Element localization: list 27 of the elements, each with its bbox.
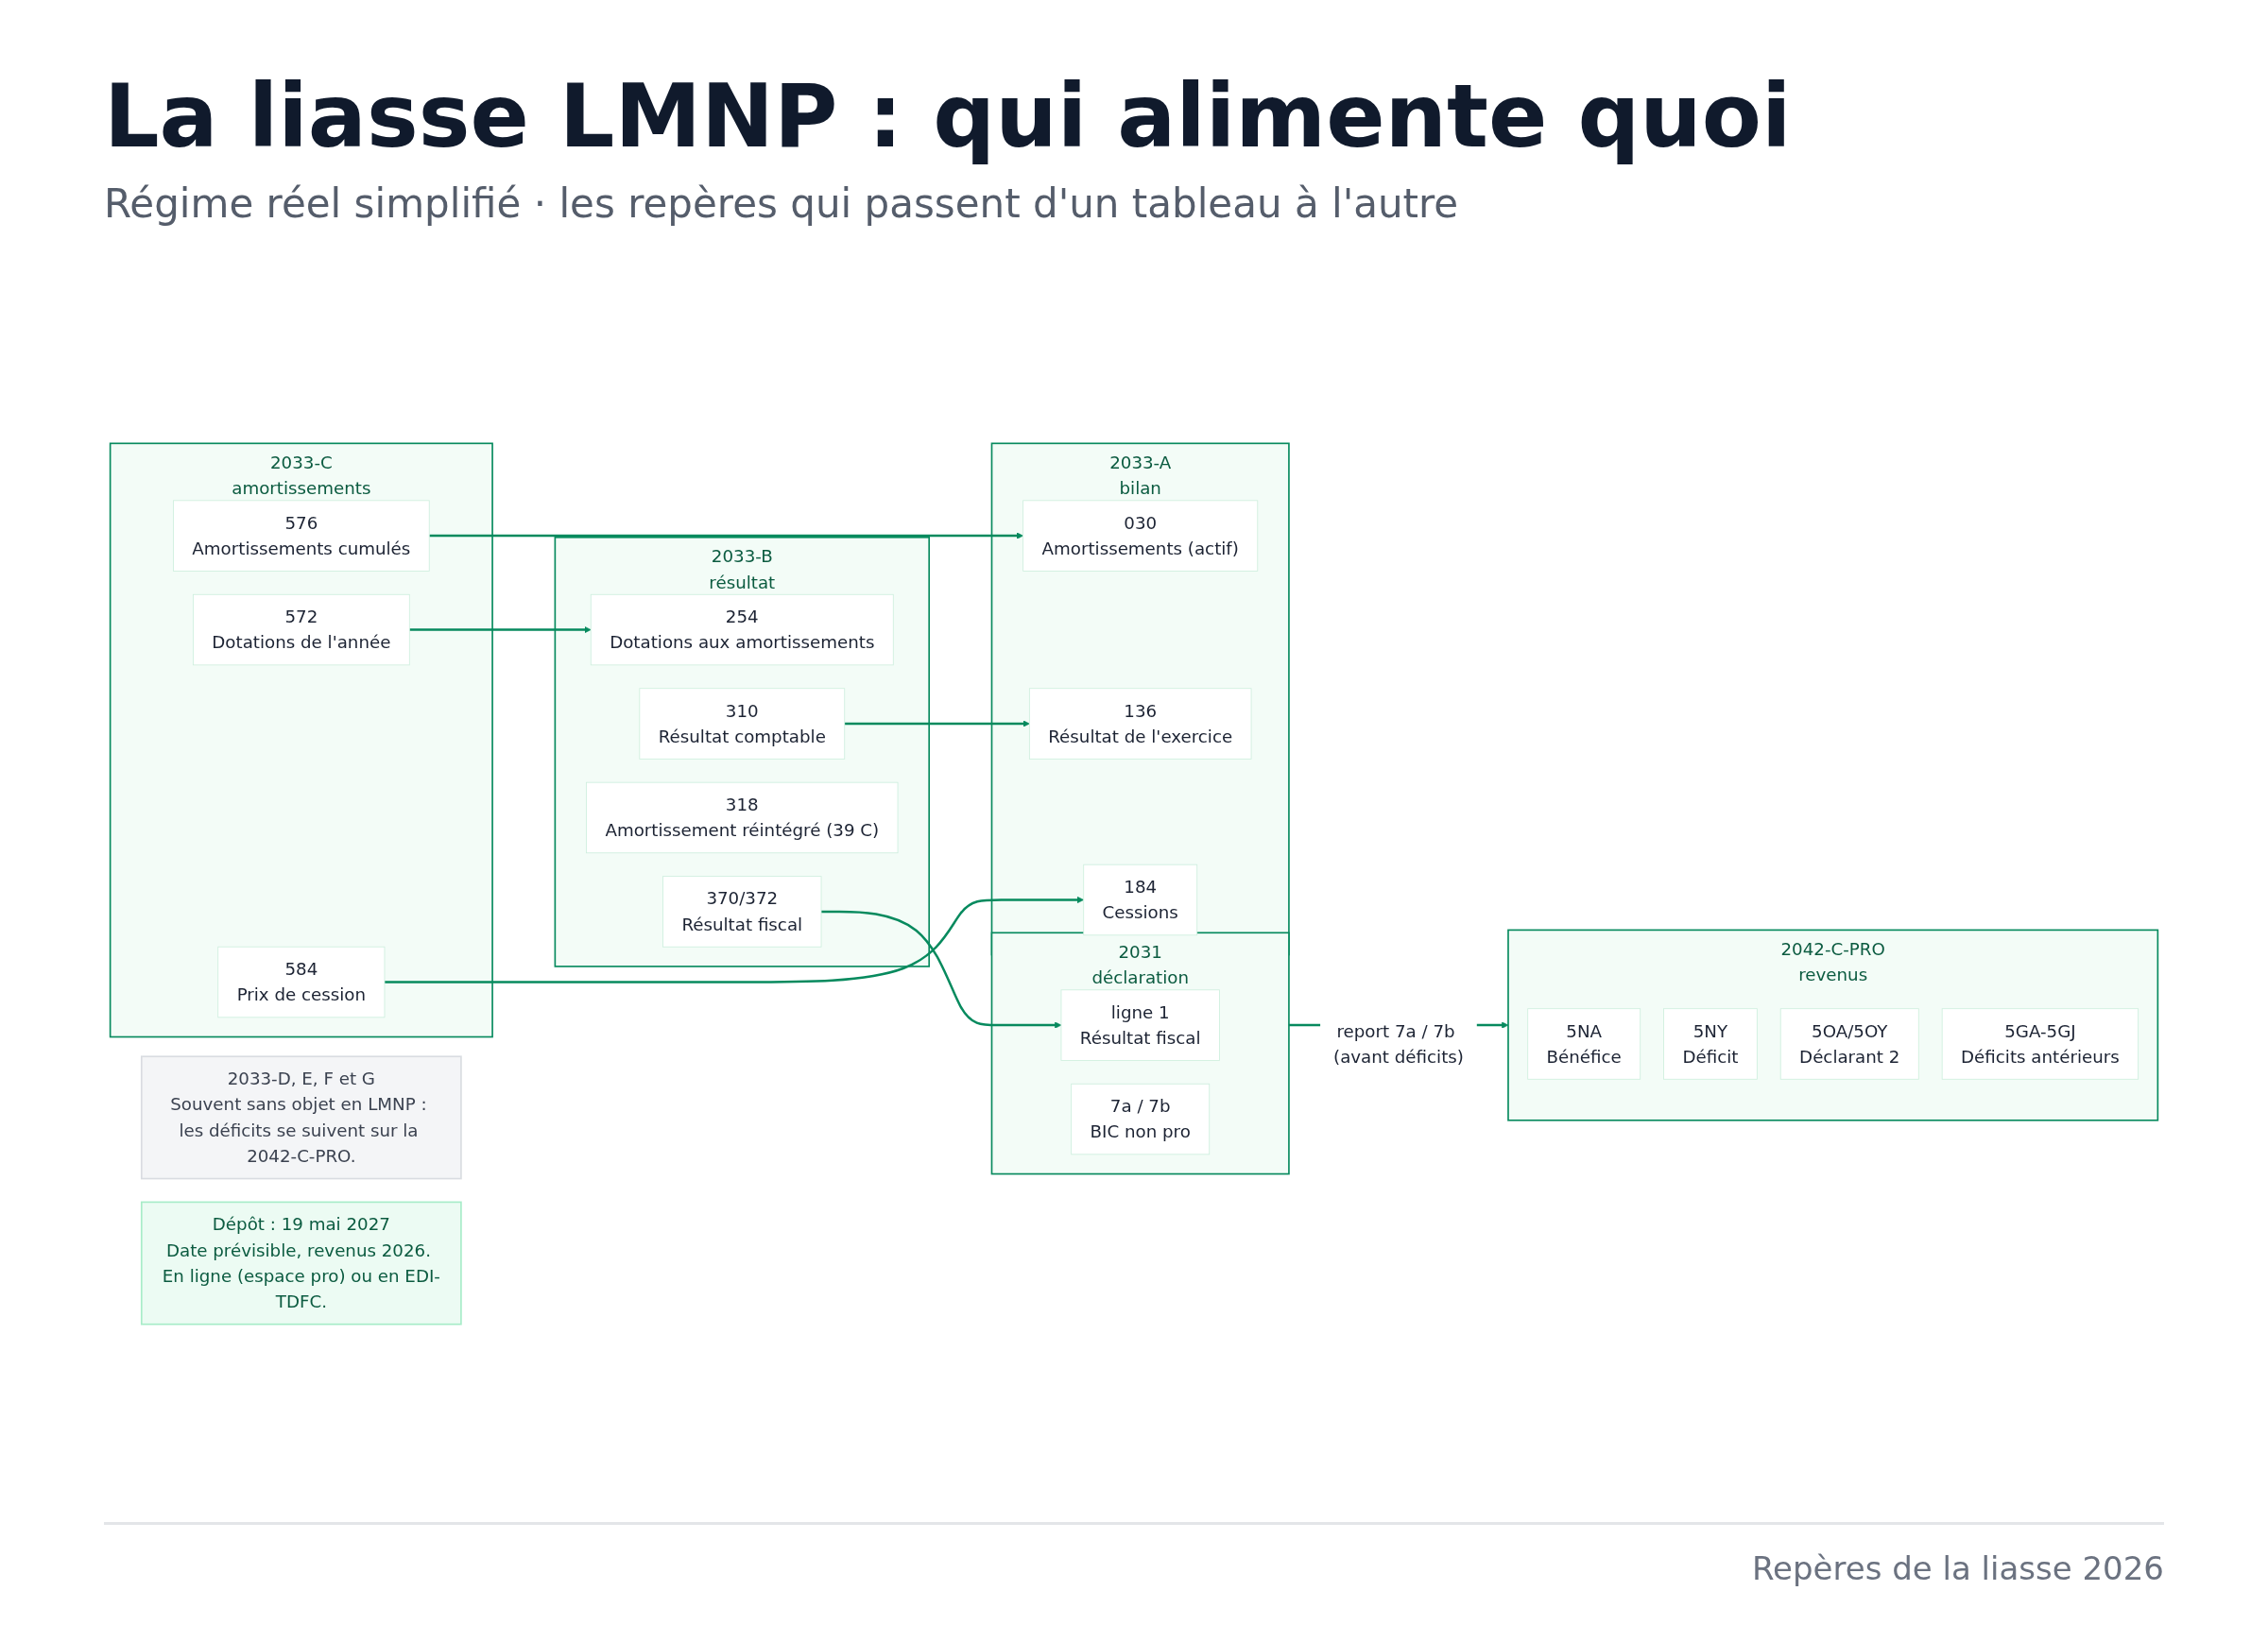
node-box: 5OA/5OY Déclarant 2	[1779, 1008, 1919, 1080]
arrow	[384, 896, 1085, 984]
node-box: 5GA-5GJ Déficits antérieurs	[1941, 1008, 2139, 1080]
node-box: 576 Amortissements cumulés	[173, 500, 430, 572]
node-box: 136 Résultat de l'exercice	[1028, 688, 1252, 760]
subtitle: Régime réel simplifié · les repères qui passent d'un tableau à l'autre	[104, 180, 1460, 227]
node-box: 254 Dotations aux amortissements	[590, 593, 894, 666]
node-box: 5NY Déficit	[1663, 1008, 1758, 1080]
node-box: 5NA Bénéfice	[1527, 1008, 1641, 1080]
node-box: Dépôt : 19 mai 2027 Date prévisible, revenus 2026. En ligne (espace pro) ou en EDI-TDFC.	[140, 1201, 462, 1326]
node-box: 030 Amortissements (actif)	[1022, 500, 1259, 572]
edge-label: report 7a / 7b (avant déficits)	[1333, 1020, 1464, 1068]
arrow	[821, 910, 1062, 1029]
arrow	[844, 720, 1030, 727]
node-box: 370/372 Résultat fiscal	[662, 876, 822, 948]
node-box: 318 Amortissement réintégré (39 C)	[586, 781, 899, 854]
node-box: 2033-D, E, F et G Souvent sans objet en LMNP : les déficits se suivent sur la 2042-C-PRO.	[140, 1055, 462, 1180]
node-box: 572 Dotations de l'année	[193, 593, 410, 666]
node-box: 184 Cessions	[1083, 864, 1198, 936]
node-box: 584 Prix de cession	[217, 946, 386, 1018]
arrow	[409, 625, 592, 634]
node-box: 7a / 7b BIC non pro	[1071, 1083, 1211, 1155]
title: La liasse LMNP : qui alimente quoi	[104, 66, 1793, 167]
node-box: ligne 1 Résultat fiscal	[1060, 989, 1220, 1061]
arrow	[429, 532, 1023, 539]
footer-note: Repères de la liasse 2026	[1751, 1549, 2164, 1587]
node-box: 310 Résultat comptable	[639, 688, 846, 760]
